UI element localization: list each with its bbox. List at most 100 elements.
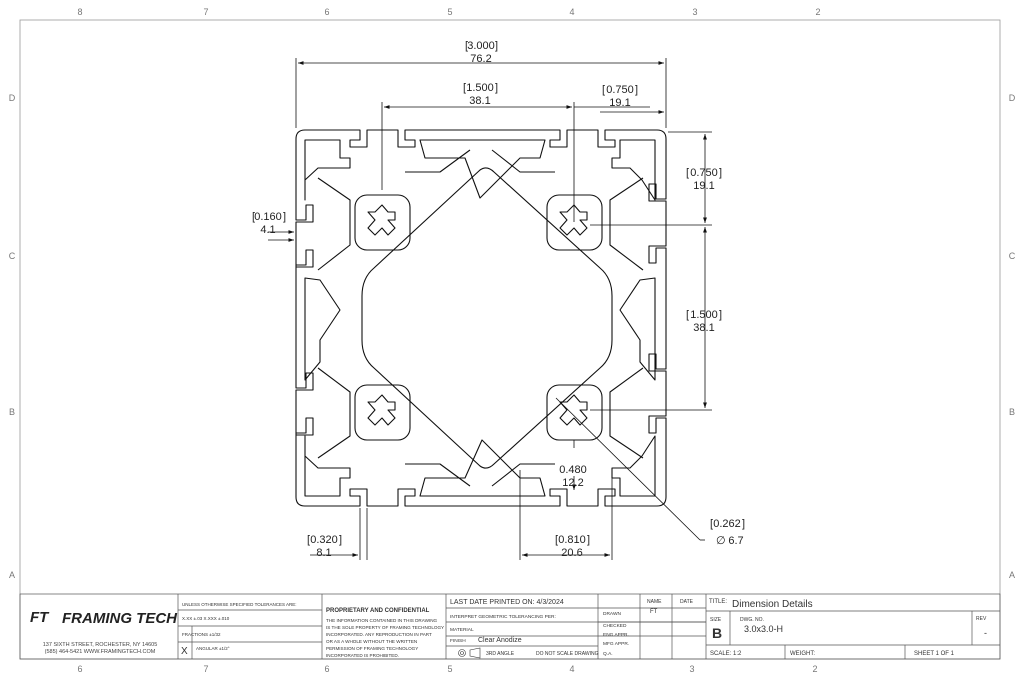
- zone-label-bottom: 3: [689, 664, 694, 674]
- rev-value: -: [984, 628, 987, 638]
- dim-wall-thickness-inch: 0.160: [254, 211, 282, 223]
- logo-text: FRAMING TECH: [62, 610, 178, 627]
- proprietary-line: OR AS A WHOLE WITHOUT THE WRITTEN: [326, 639, 417, 644]
- tolerance-angle: ANGULAR ±1/2°: [196, 646, 230, 651]
- zone-label-left: B: [9, 407, 15, 417]
- inner-wall-n: [405, 149, 471, 173]
- slot-bottom-right: [611, 435, 656, 497]
- svg-text:]: ]: [635, 84, 638, 96]
- third-angle-projection-icon: [458, 647, 481, 659]
- logo-mark: FT: [30, 609, 50, 626]
- dim-slot-depth-inch: 0.480: [559, 464, 587, 476]
- company-logo: FT FRAMING TECH: [30, 609, 178, 627]
- third-angle-label: 3RD ANGLE: [486, 651, 515, 657]
- zone-labels: 8 7 6 5 4 3 2 6 7 6 5 4 3 2 D C B A D C …: [9, 7, 1016, 674]
- drawn-value: FT: [650, 609, 658, 615]
- inner-wall-ne: [609, 177, 644, 271]
- svg-text:]: ]: [283, 211, 286, 223]
- weight-label: WEIGHT:: [790, 651, 815, 657]
- proprietary-line: THE INFORMATION CONTAINED IN THIS DRAWIN…: [326, 618, 438, 623]
- inner-wall-s2: [491, 463, 555, 487]
- slot-right-mid: [619, 277, 656, 381]
- name-header: NAME: [647, 599, 662, 605]
- zone-label-bottom: 6: [77, 664, 82, 674]
- corner-core-bottom-left: [354, 384, 411, 441]
- dim-slot-pitch-vertical-inch: 1.500: [690, 309, 718, 321]
- sheet-label: SHEET 1 OF 1: [914, 651, 955, 657]
- qa-label: Q.A.: [603, 651, 613, 657]
- drawing-border: [19, 19, 1001, 660]
- slot-left-mid: [304, 277, 341, 381]
- proprietary-line: INCORPORATED. ANY REPRODUCTION IN PART: [326, 632, 432, 637]
- inner-wall-n2: [491, 149, 555, 173]
- finish-value: Clear Anodize: [478, 637, 522, 644]
- zone-label-left: A: [9, 570, 15, 580]
- corner-core-top-left: [354, 194, 411, 251]
- tolerance-fraction: FRACTIONS ±1/32: [182, 632, 221, 637]
- centre-cavity: [361, 167, 613, 469]
- scale-label: SCALE: 1:2: [710, 651, 742, 657]
- svg-text:[: [: [555, 534, 558, 546]
- dim-overall-width-mm: 76.2: [470, 53, 491, 65]
- dimension-texts: [ 3.000 ] 76.2 [ 1.500 ] 38.1 [ 0.750 ] …: [252, 40, 745, 559]
- svg-text:[: [: [465, 40, 468, 52]
- tolerance-x-mark: X: [181, 646, 188, 657]
- mfg-appr-label: MFG APPR.: [603, 641, 629, 647]
- corner-core-bottom-right: [546, 384, 603, 441]
- size-value: B: [712, 625, 722, 641]
- svg-text:[: [: [686, 309, 689, 321]
- material-label: MATERIAL: [450, 627, 474, 633]
- svg-text:[: [: [252, 211, 255, 223]
- zone-label-left: C: [9, 251, 16, 261]
- svg-text:[: [: [686, 167, 689, 179]
- svg-text:[: [: [710, 518, 713, 530]
- svg-text:[: [: [463, 82, 466, 94]
- proprietary-line: IS THE SOLE PROPERTY OF FRAMING TECHNOLO…: [326, 625, 444, 630]
- dim-slot-pitch-vertical-mm: 38.1: [693, 322, 714, 334]
- dim-slot-width-mm: 20.6: [561, 547, 582, 559]
- dim-overall-width: [ 3.000 ] 76.2: [465, 40, 498, 65]
- dim-wall-thickness: [ 0.160 ] 4.1: [252, 211, 286, 236]
- inner-wall-nw: [317, 177, 351, 271]
- zone-label-left: D: [9, 93, 16, 103]
- company-contact: (585) 464-5421 WWW.FRAMINGTECH.COM: [45, 649, 156, 655]
- slot-top-left: [304, 139, 351, 201]
- company-address: 137 SIXTH STREET, ROCHESTER, NY 14605: [43, 642, 158, 648]
- svg-text:[: [: [307, 534, 310, 546]
- tolerance-heading: UNLESS OTHERWISE SPECIFIED TOLERANCES AR…: [182, 602, 297, 607]
- last-printed-date: LAST DATE PRINTED ON: 4/3/2024: [450, 599, 564, 606]
- checked-label: CHECKED: [603, 623, 627, 629]
- svg-text:[: [: [602, 84, 605, 96]
- extrusion-profile: [295, 129, 667, 507]
- dimension-lines: [268, 58, 712, 560]
- svg-text:]: ]: [719, 309, 722, 321]
- drawn-label: DRAWN: [603, 611, 621, 617]
- inner-wall-s: [405, 463, 471, 487]
- dim-slot-pitch: [ 1.500 ] 38.1: [463, 82, 498, 107]
- proprietary-title: PROPRIETARY AND CONFIDENTIAL: [326, 608, 430, 614]
- rev-label: REV: [976, 616, 987, 622]
- proprietary-line: PERMISSION OF FRAMING TECHNOLOGY: [326, 646, 418, 651]
- eng-appr-label: ENG APPR.: [603, 632, 629, 638]
- zone-label-bottom: 6: [324, 664, 329, 674]
- zone-label-right: B: [1009, 407, 1015, 417]
- dim-edge-top-mm: 19.1: [609, 97, 630, 109]
- zone-label-top: 5: [447, 7, 452, 17]
- diameter-symbol-icon: ∅: [716, 535, 726, 547]
- svg-text:]: ]: [339, 534, 342, 546]
- title-block: [19, 593, 1001, 660]
- dim-hole-diameter-mm: 6.7: [728, 535, 743, 547]
- zone-label-bottom: 2: [812, 664, 817, 674]
- dim-slot-opening: [ 0.320 ] 8.1: [307, 534, 342, 559]
- zone-label-bottom: 5: [447, 664, 452, 674]
- dim-edge-right-mm: 19.1: [693, 180, 714, 192]
- zone-label-right: D: [1009, 93, 1016, 103]
- zone-label-bottom: 7: [203, 664, 208, 674]
- inner-wall-sw: [317, 367, 351, 459]
- zone-label-top: 8: [77, 7, 82, 17]
- inner-wall-se: [609, 367, 644, 459]
- zone-label-top: 4: [569, 7, 574, 17]
- profile-outline: [295, 129, 667, 507]
- dim-slot-pitch-inch: 1.500: [466, 82, 494, 94]
- dim-edge-right-inch: 0.750: [690, 167, 718, 179]
